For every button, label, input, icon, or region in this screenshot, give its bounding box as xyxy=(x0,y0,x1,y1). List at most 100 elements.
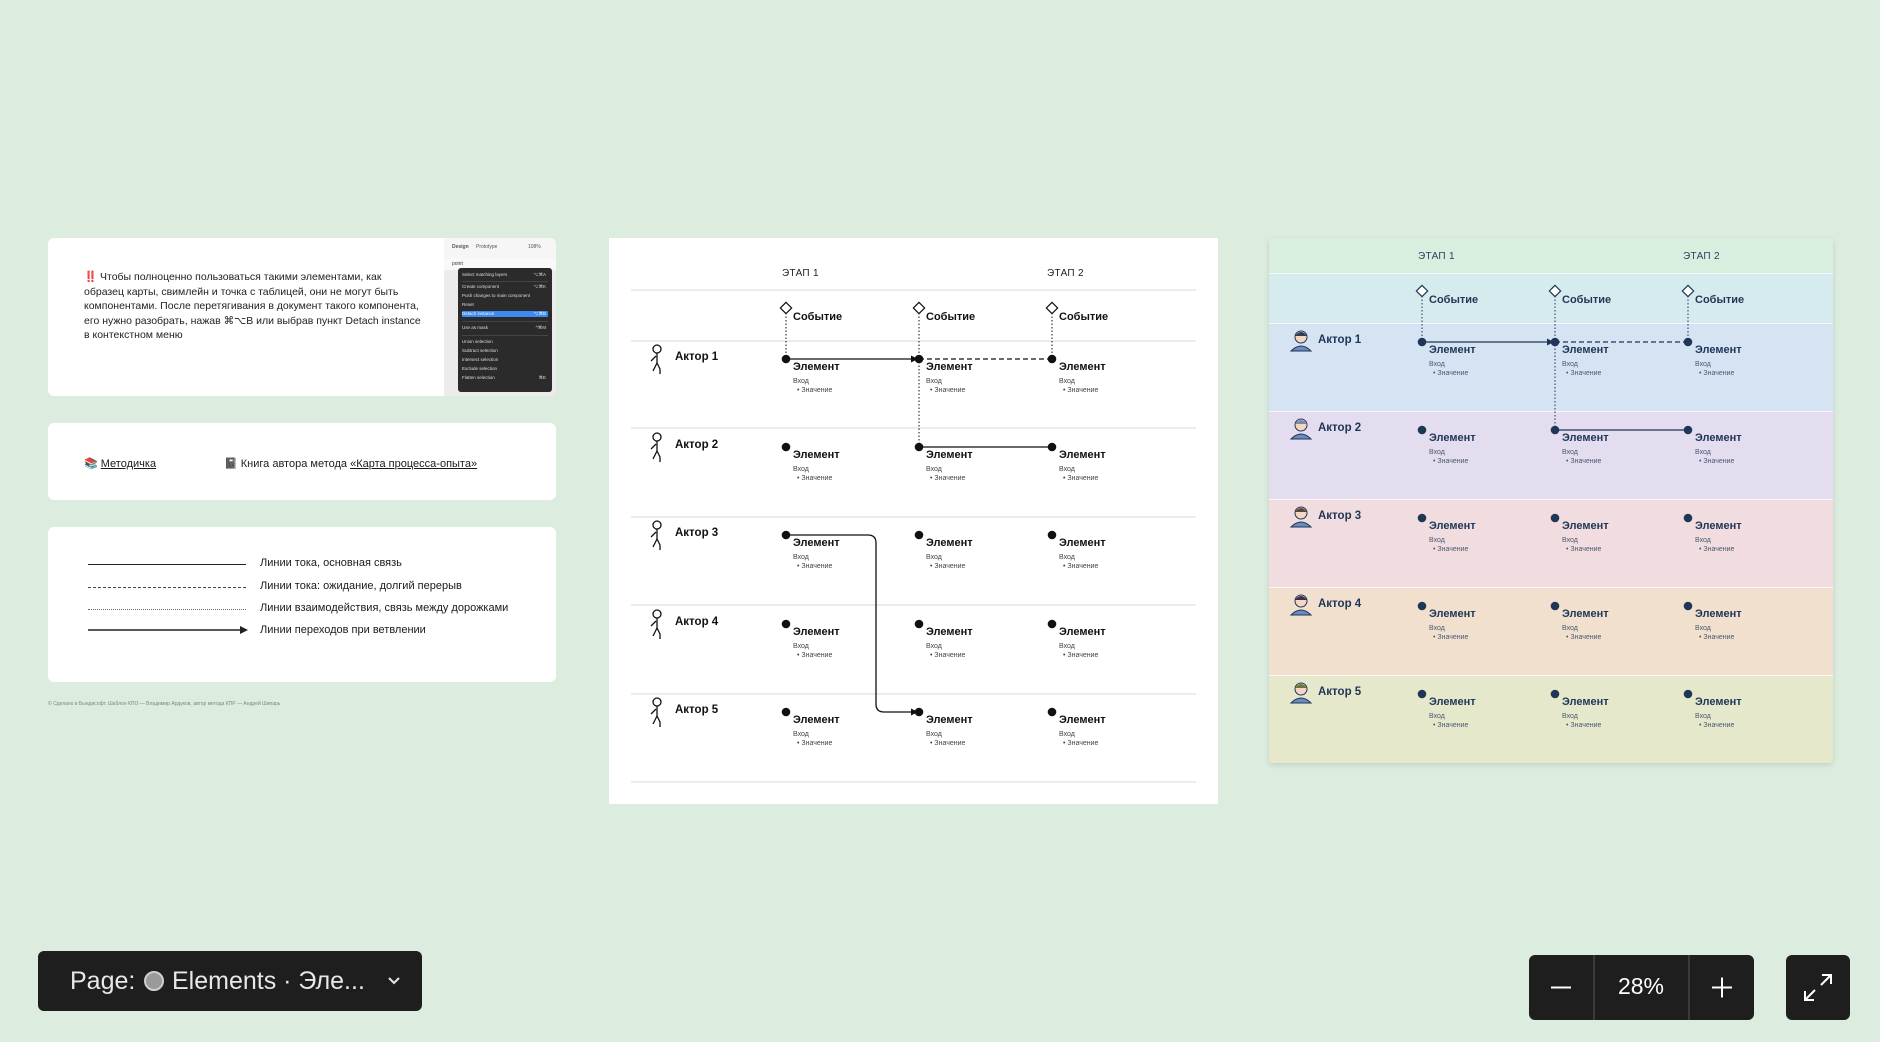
point-dot-icon xyxy=(1550,689,1560,699)
point-dot-icon xyxy=(1047,619,1057,629)
element-value: • Значение xyxy=(1433,634,1469,641)
element-value: • Значение xyxy=(1566,634,1602,641)
minus-icon xyxy=(1551,986,1571,989)
element-input: Вход xyxy=(926,378,942,385)
fullscreen-button[interactable] xyxy=(1786,955,1850,1020)
menu-layer-row: point xyxy=(444,258,556,270)
book-link[interactable]: 📓 Книга автора метода «Карта процесса-оп… xyxy=(224,457,477,470)
methodology-link-text[interactable]: Методичка xyxy=(100,458,157,470)
person-icon xyxy=(650,353,661,374)
element-input: Вход xyxy=(1695,713,1711,720)
menu-item[interactable]: Push changes to main component xyxy=(462,293,531,298)
dotted-line-sample xyxy=(88,609,246,610)
element-input: Вход xyxy=(1562,537,1578,544)
event-label: Событие xyxy=(1059,311,1109,323)
element-value: • Значение xyxy=(930,387,966,394)
menu-item-selected[interactable]: Detach instance⌥⌘B xyxy=(462,311,548,317)
point-dot-icon xyxy=(914,354,924,364)
menu-item[interactable]: Union selection xyxy=(462,339,493,344)
element-title: Элемент xyxy=(1429,344,1476,356)
element-value: • Значение xyxy=(930,740,966,747)
point-dot-icon xyxy=(1550,601,1560,611)
element-title: Элемент xyxy=(1695,520,1742,532)
element-input: Вход xyxy=(793,731,809,738)
element-value: • Значение xyxy=(1699,722,1735,729)
element-value: • Значение xyxy=(797,475,833,482)
context-menu: Select matching layers⌥⌘A Create compone… xyxy=(458,268,552,392)
element-value: • Значение xyxy=(1699,634,1735,641)
element-value: • Значение xyxy=(1063,475,1099,482)
menu-item[interactable]: Use as mask^⌘M xyxy=(462,325,546,330)
dashed-line-sample xyxy=(88,587,246,588)
point-dot-icon xyxy=(1683,425,1693,435)
element-title: Элемент xyxy=(793,626,840,638)
element-value: • Значение xyxy=(1699,546,1735,553)
event-band xyxy=(1269,273,1833,323)
event-label: Событие xyxy=(926,311,976,323)
actor-label: Актор 1 xyxy=(1318,334,1362,346)
zoom-out-button[interactable] xyxy=(1529,955,1593,1020)
element-value: • Значение xyxy=(1063,563,1099,570)
element-value: • Значение xyxy=(797,387,833,394)
zoom-level: 28% xyxy=(1617,973,1665,999)
stage-label: ЭТАП 2 xyxy=(1683,251,1720,262)
point-dot-icon xyxy=(781,442,791,452)
element-value: • Значение xyxy=(1433,458,1469,465)
element-input: Вход xyxy=(1059,554,1075,561)
menu-item[interactable]: Flatten selection⌘E xyxy=(462,375,546,380)
menu-item[interactable]: Subtract selection xyxy=(462,348,498,353)
menu-item[interactable]: Create component⌥⌘K xyxy=(462,284,546,289)
point-dot-icon xyxy=(1417,337,1427,347)
page-switcher[interactable]: Page: Elements · Эле... xyxy=(38,951,422,1011)
zoom-in-button[interactable] xyxy=(1690,955,1754,1020)
event-label: Событие xyxy=(1562,294,1612,306)
element-input: Вход xyxy=(1429,625,1445,632)
event-diamond-icon xyxy=(1681,284,1695,298)
person-icon xyxy=(650,706,661,727)
element-value: • Значение xyxy=(797,652,833,659)
actor-label: Актор 5 xyxy=(1318,686,1362,698)
stage-label: ЭТАП 1 xyxy=(782,268,819,279)
point-dot-icon xyxy=(914,707,924,717)
swimlane-band xyxy=(1269,499,1833,587)
menu-zoom: 108% xyxy=(528,244,541,250)
book-link-text[interactable]: «Карта процесса-опыта» xyxy=(350,458,478,470)
menu-item[interactable]: Intersect selection xyxy=(462,357,499,362)
legend-solid-label: Линии тока, основная связь xyxy=(260,557,402,569)
menu-item[interactable]: Reset xyxy=(462,302,474,307)
element-title: Элемент xyxy=(793,537,840,549)
chevron-down-icon[interactable] xyxy=(384,971,404,991)
element-input: Вход xyxy=(793,378,809,385)
flow-arrow xyxy=(1547,338,1554,346)
menu-item[interactable]: Select matching layers⌥⌘A xyxy=(462,272,546,277)
swimlane-band xyxy=(1269,411,1833,499)
element-title: Элемент xyxy=(1429,432,1476,444)
event-label: Событие xyxy=(1695,294,1745,306)
book-link-prefix: Книга автора метода xyxy=(240,458,351,470)
element-title: Элемент xyxy=(1695,608,1742,620)
event-label: Событие xyxy=(793,311,843,323)
actor-label: Актор 4 xyxy=(675,616,719,628)
point-dot-icon xyxy=(1047,530,1057,540)
element-input: Вход xyxy=(1695,625,1711,632)
menu-item[interactable]: Exclude selection xyxy=(462,366,498,371)
element-input: Вход xyxy=(1429,537,1445,544)
element-title: Элемент xyxy=(926,714,973,726)
point-dot-icon xyxy=(1417,513,1427,523)
element-value: • Значение xyxy=(930,563,966,570)
element-input: Вход xyxy=(926,466,942,473)
methodology-link[interactable]: 📚 Методичка xyxy=(84,457,156,470)
element-title: Элемент xyxy=(1059,537,1106,549)
element-title: Элемент xyxy=(1695,344,1742,356)
avatar-icon xyxy=(1295,420,1307,424)
element-input: Вход xyxy=(1059,643,1075,650)
element-title: Элемент xyxy=(1059,361,1106,373)
zoom-controls: 28% xyxy=(1529,955,1754,1020)
swimlane-band xyxy=(1269,675,1833,763)
menu-layer-name: point xyxy=(452,261,463,267)
colored-map-lines xyxy=(1289,284,1695,704)
element-value: • Значение xyxy=(1063,740,1099,747)
element-title: Элемент xyxy=(1562,520,1609,532)
